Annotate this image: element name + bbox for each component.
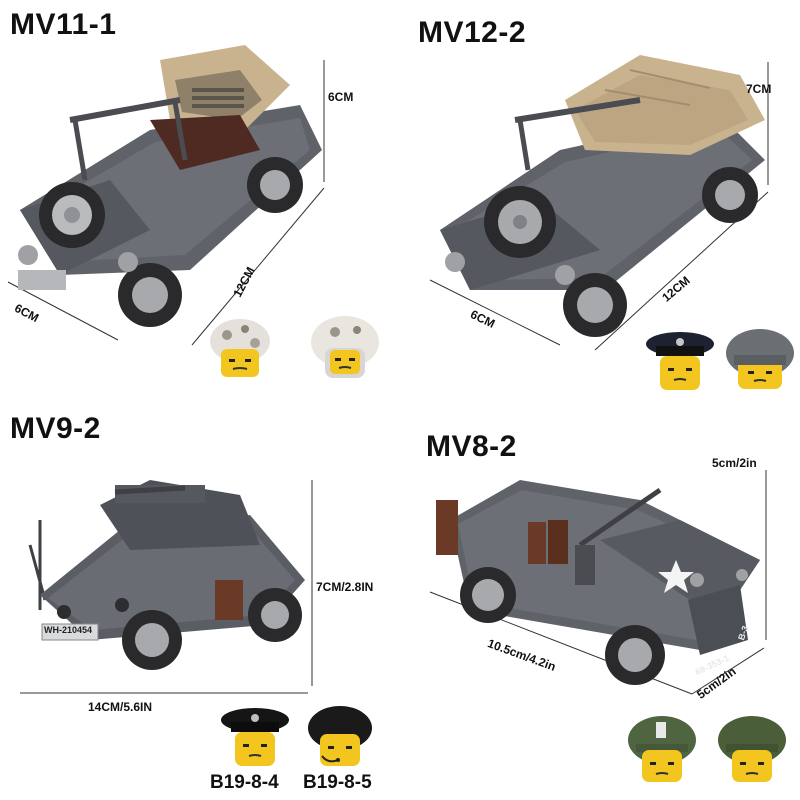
mv11-width-label: 6CM	[12, 300, 42, 326]
mv9-minifig-headset-cap	[308, 706, 372, 766]
mv8-height-label: 5cm/2in	[712, 456, 757, 470]
mv12-title: MV12-2	[418, 16, 527, 49]
mv12-minifig-grey-helmet	[726, 329, 794, 389]
mv11-minifig-snow-helmet	[210, 319, 270, 377]
mv8-minifig-green-helmet-1	[628, 716, 696, 782]
mv8-minifig-green-helmet-2	[718, 716, 786, 782]
mv12-width-label: 6CM	[468, 307, 498, 331]
mv9-length-label: 14CM/5.6IN	[88, 700, 153, 714]
mv8-title: MV8-2	[426, 430, 517, 463]
mv9-title: MV9-2	[10, 412, 101, 445]
mv9-height-label: 7CM/2.8IN	[316, 580, 374, 594]
mv8-length-label: 10.5cm/4.2in	[485, 636, 558, 674]
mv8-side-code: B-3	[736, 624, 751, 642]
mv9-code-1: B19-8-4	[210, 772, 279, 793]
mv12-height-label: 7CM	[746, 82, 772, 96]
mv11-minifig-white-helmet	[311, 316, 379, 378]
mv9-minifig-officer-cap	[221, 708, 289, 766]
mv11-height-label: 6CM	[328, 90, 354, 104]
mv9-plate-text: WH-210454	[44, 625, 93, 635]
mv11-length-label: 12CM	[230, 264, 258, 300]
mv12-length-label: 12CM	[659, 273, 693, 305]
mv11-title: MV11-1	[10, 8, 117, 41]
mv9-code-2: B19-8-5	[303, 772, 372, 793]
mv12-minifig-officer-cap	[646, 332, 714, 390]
